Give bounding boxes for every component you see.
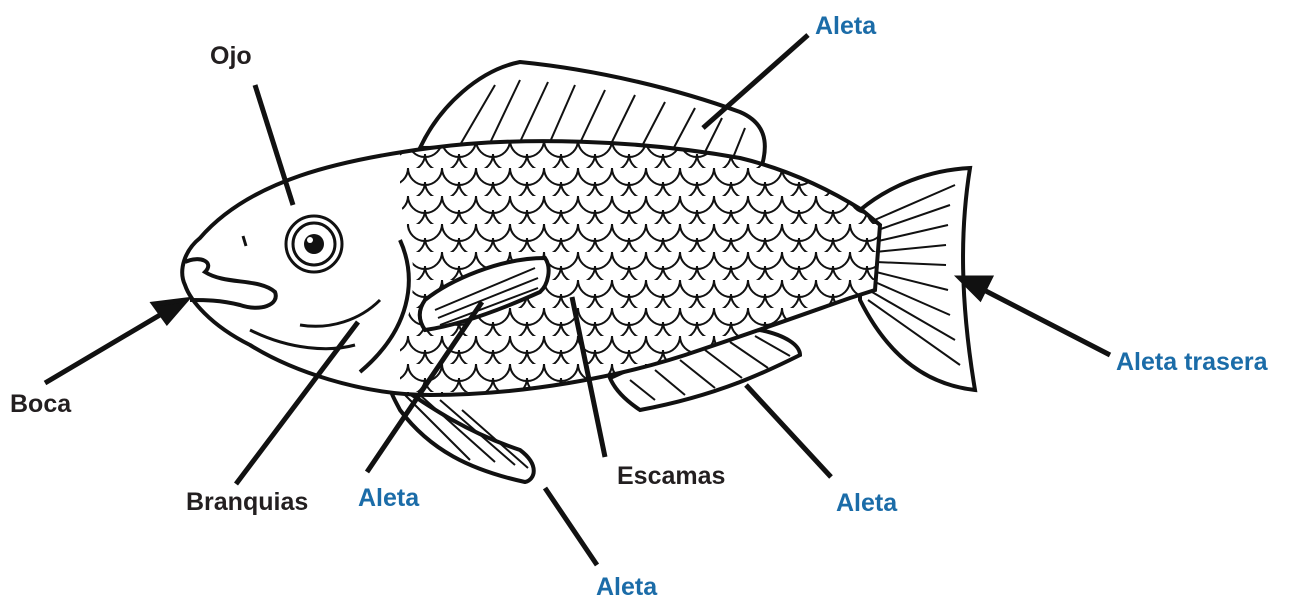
anal-fin-pointer <box>746 385 831 477</box>
label-tail-fin: Aleta trasera <box>1116 348 1267 376</box>
label-pelvic-fin: Aleta <box>596 573 657 601</box>
mouth-arrowhead <box>154 300 186 322</box>
label-scales: Escamas <box>617 462 725 490</box>
label-anal-fin: Aleta <box>836 489 897 517</box>
label-mouth: Boca <box>10 390 71 418</box>
label-pectoral-fin: Aleta <box>358 484 419 512</box>
tail-pointer-line <box>980 288 1110 355</box>
fish-eye <box>286 216 342 272</box>
mouth-pointer-line <box>45 312 165 383</box>
label-gills: Branquias <box>186 488 308 516</box>
dorsal-fin-pointer <box>703 35 808 128</box>
pelvic-fin-pointer <box>545 488 597 565</box>
label-eye: Ojo <box>210 42 252 70</box>
label-dorsal-fin: Aleta <box>815 12 876 40</box>
